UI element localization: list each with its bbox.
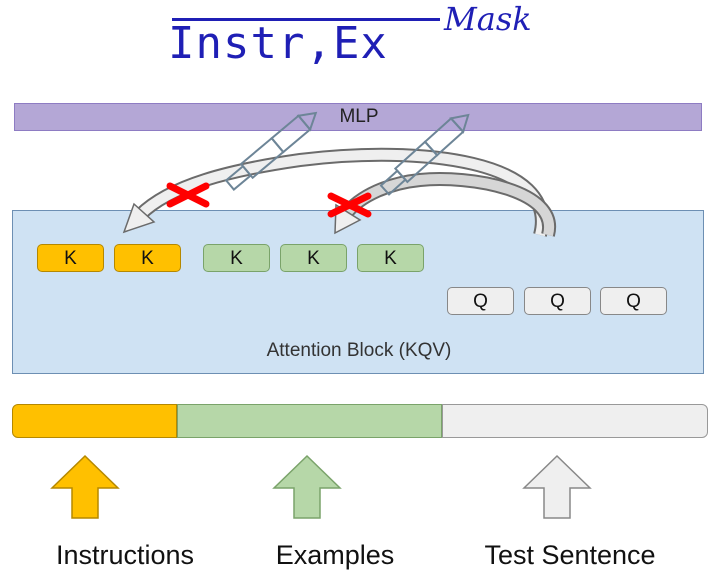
title-main: Instr,Ex xyxy=(168,18,388,69)
mlp-block xyxy=(14,103,702,131)
example-key: K xyxy=(203,244,270,272)
curved-arrow-icon xyxy=(122,147,549,237)
query: Q xyxy=(524,287,591,315)
arrow-up-icon xyxy=(522,454,592,519)
examples-segment xyxy=(177,404,442,438)
title-superscript: Mask xyxy=(444,0,532,38)
instruction-key: K xyxy=(114,244,181,272)
examples-label: Examples xyxy=(275,540,395,570)
title: Instr,Ex Mask xyxy=(0,0,718,80)
test-sentence-segment xyxy=(442,404,708,438)
arrow-up-icon xyxy=(272,454,342,519)
pen-icon xyxy=(379,113,470,196)
instructions-segment xyxy=(12,404,177,438)
instructions-label: Instructions xyxy=(55,540,195,570)
arrow-up-icon xyxy=(50,454,120,519)
example-key: K xyxy=(280,244,347,272)
test-sentence-label: Test Sentence xyxy=(484,540,656,570)
title-overline xyxy=(172,18,440,21)
query: Q xyxy=(600,287,667,315)
mask-cross-icon xyxy=(327,192,372,218)
query: Q xyxy=(447,287,514,315)
mask-cross-icon xyxy=(166,182,210,208)
curved-arrow-icon xyxy=(334,172,557,237)
instruction-key: K xyxy=(37,244,104,272)
mlp-label: MLP xyxy=(339,106,379,127)
attention-label: Attention Block (KQV) xyxy=(266,340,452,361)
pen-icon xyxy=(224,111,318,192)
example-key: K xyxy=(357,244,424,272)
